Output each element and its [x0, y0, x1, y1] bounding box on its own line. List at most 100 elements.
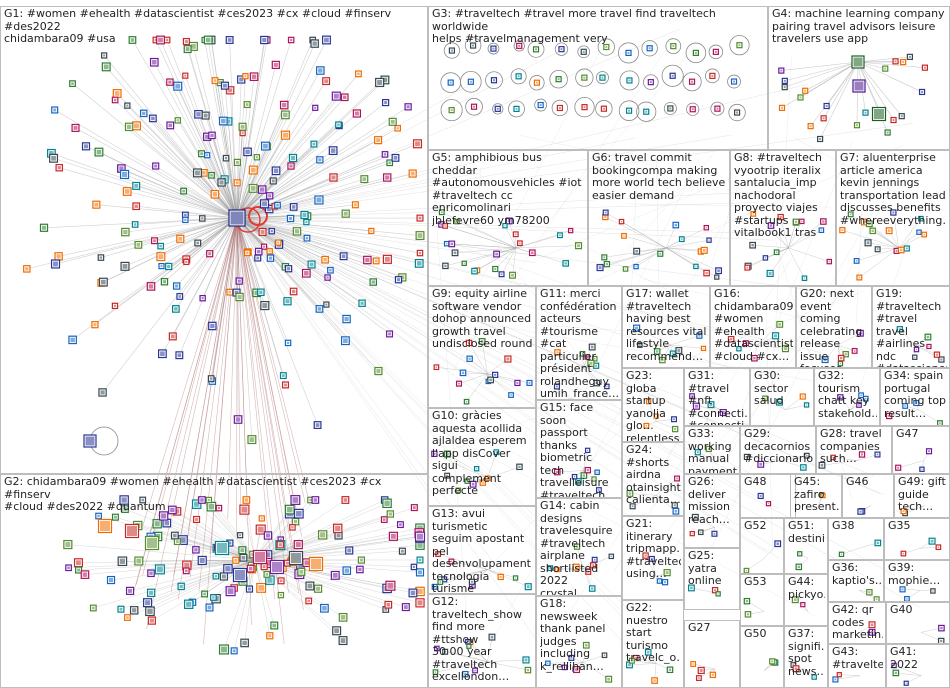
- edge: [456, 221, 517, 249]
- node-fill: [403, 605, 408, 610]
- node-fill: [56, 254, 61, 259]
- edge: [781, 460, 804, 468]
- node-fill: [780, 69, 783, 72]
- node-fill: [939, 422, 941, 424]
- edge: [236, 79, 242, 219]
- group-panel-g31: G31: #travel #nft #connecti… #connecti…: [684, 368, 750, 426]
- node-fill: [563, 666, 566, 669]
- node-fill: [769, 224, 773, 227]
- node-fill: [343, 338, 348, 344]
- edge: [136, 125, 238, 219]
- self-loop: [440, 99, 463, 122]
- group-panel-g2: G2: chidambara09 #women #ehealth #datasc…: [0, 474, 428, 688]
- group-panel-g8: G8: #traveltech vyootrip iteralix santal…: [730, 150, 836, 286]
- node-fill: [91, 606, 95, 610]
- node-fill: [854, 81, 864, 91]
- edge-long: [236, 172, 481, 219]
- node-fill: [299, 569, 304, 574]
- node-fill: [175, 284, 179, 288]
- edge-long: [236, 82, 474, 219]
- node-fill: [340, 638, 346, 643]
- edge: [785, 404, 807, 411]
- node-fill: [849, 213, 852, 216]
- node-fill: [729, 338, 733, 341]
- edge: [893, 212, 899, 248]
- node-fill: [630, 659, 633, 662]
- node-fill: [648, 47, 651, 50]
- group-label: G8: #traveltech vyootrip iteralix santal…: [734, 152, 822, 239]
- node-fill: [109, 578, 114, 583]
- node-fill: [383, 153, 387, 156]
- edge: [236, 95, 337, 219]
- node-fill: [671, 74, 674, 77]
- node-fill: [326, 276, 329, 279]
- node-fill: [370, 229, 373, 232]
- node-fill: [415, 141, 420, 147]
- edge-cross: [476, 167, 481, 234]
- edge-long: [236, 123, 913, 219]
- node-fill: [603, 256, 606, 259]
- node-fill: [147, 608, 153, 614]
- node-fill: [255, 552, 265, 562]
- node-fill: [771, 660, 774, 663]
- node-fill: [185, 260, 188, 263]
- edge: [487, 569, 516, 579]
- edge: [236, 217, 363, 304]
- node-fill: [122, 171, 128, 177]
- node-fill: [453, 251, 457, 255]
- node-fill: [676, 477, 678, 480]
- group-panel-g33: G33: working manual payment…: [684, 426, 740, 474]
- edge: [435, 661, 488, 673]
- edge: [160, 39, 238, 219]
- group-label: G22: nuestro start turismo travelc_o…: [626, 602, 681, 664]
- node-fill: [940, 358, 943, 361]
- node-fill: [892, 211, 895, 214]
- edge-cross: [492, 238, 616, 407]
- node-fill: [322, 605, 327, 611]
- node-fill: [126, 104, 129, 107]
- node-fill: [185, 47, 190, 51]
- edge: [666, 247, 719, 271]
- node-fill: [677, 349, 681, 352]
- edge-cross: [711, 154, 908, 548]
- node-fill: [581, 353, 584, 355]
- node-fill: [126, 124, 132, 129]
- node-fill: [305, 221, 308, 224]
- group-panel-g34: G34: spain portugal coming top result…: [880, 368, 950, 426]
- edge: [130, 559, 256, 592]
- edge: [236, 217, 390, 335]
- edge-long: [236, 217, 807, 236]
- node-fill: [182, 189, 185, 193]
- group-label: G48: [744, 476, 767, 488]
- node-fill: [531, 251, 534, 254]
- node-fill: [510, 394, 512, 396]
- group-panel-g21: G21: itinerary tripmapp… #traveltech usi…: [622, 516, 684, 600]
- node-fill: [344, 316, 349, 322]
- node-fill: [362, 177, 367, 181]
- edge: [233, 559, 256, 651]
- node-fill: [406, 105, 410, 109]
- node-fill: [524, 658, 528, 662]
- node-fill: [417, 588, 423, 595]
- self-loop: [510, 68, 527, 85]
- edge: [859, 247, 899, 278]
- node-fill: [593, 478, 595, 480]
- edge: [487, 661, 529, 671]
- self-loop: [708, 44, 724, 60]
- edge-cross: [433, 188, 468, 624]
- node-fill: [671, 352, 674, 355]
- node-fill: [119, 558, 126, 564]
- node-fill: [774, 334, 778, 338]
- node-fill: [486, 477, 489, 479]
- edge-long: [236, 217, 431, 497]
- node-fill: [646, 651, 650, 654]
- edge: [746, 558, 765, 571]
- node-fill: [450, 560, 453, 563]
- node-fill: [190, 43, 196, 49]
- node-fill: [184, 562, 190, 568]
- node-fill: [205, 37, 211, 43]
- node-fill: [153, 239, 156, 243]
- edge: [788, 221, 803, 249]
- node-fill: [257, 249, 261, 254]
- node-fill: [267, 577, 273, 583]
